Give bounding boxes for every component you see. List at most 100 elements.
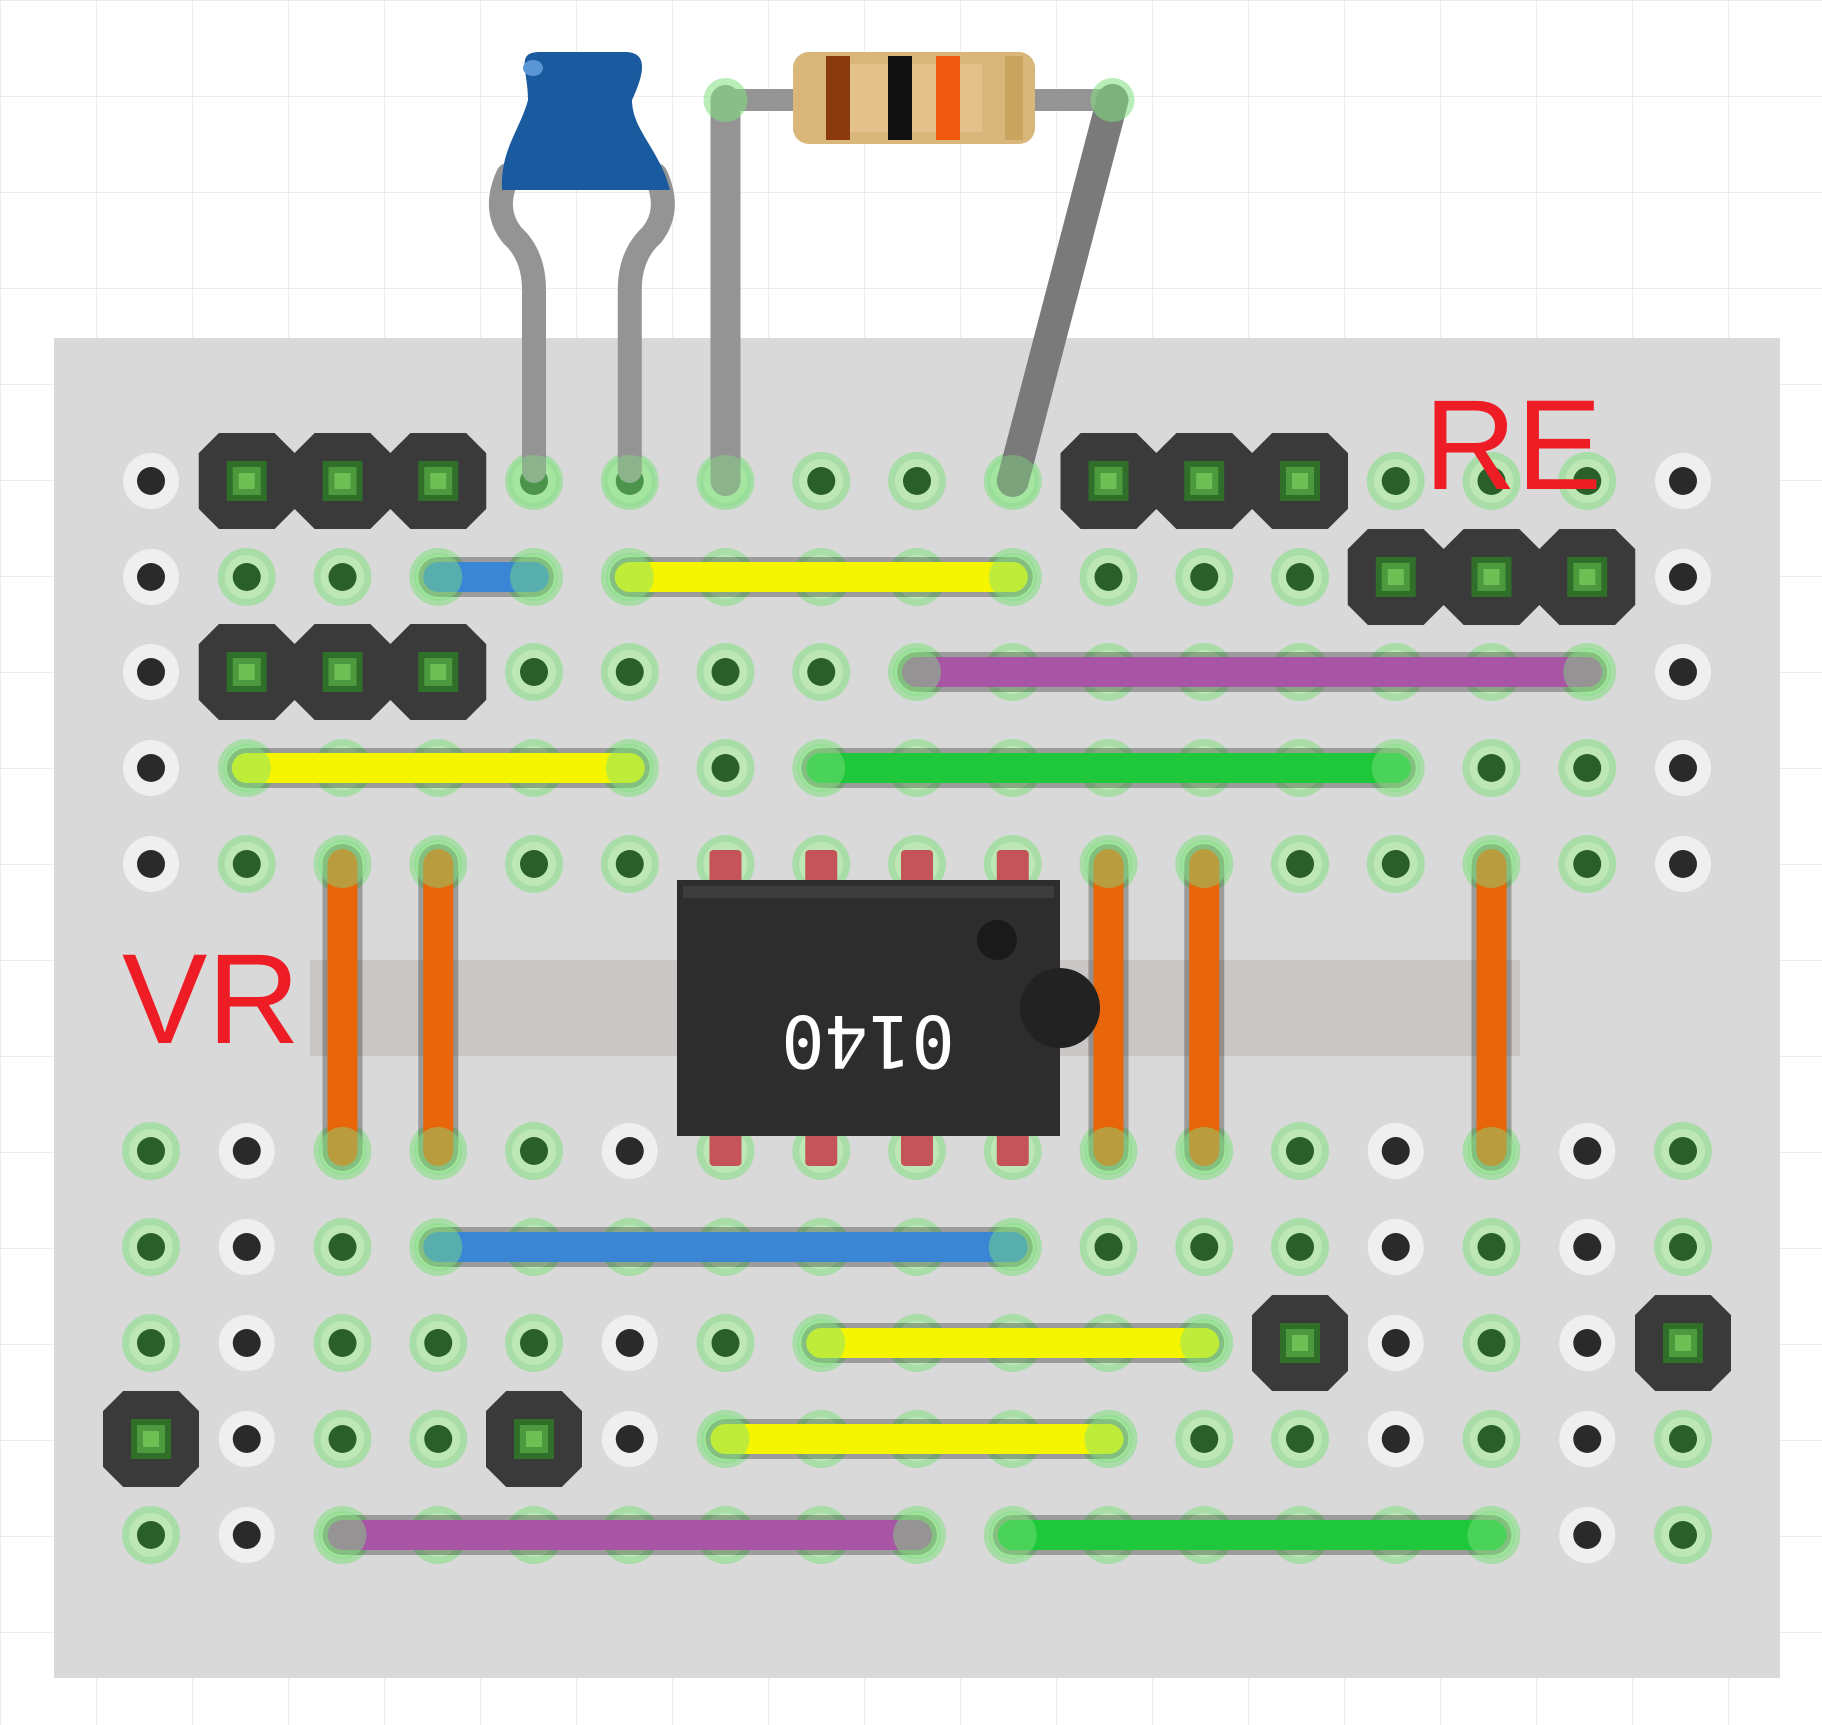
wire (1467, 840, 1516, 1175)
hole (888, 452, 946, 510)
hole (1175, 1410, 1234, 1468)
hole (1654, 1506, 1712, 1564)
resistor-band (1005, 56, 1023, 140)
hole (122, 1122, 180, 1180)
hole (218, 1411, 275, 1467)
hole (1558, 452, 1617, 510)
header-row8-col0 (103, 1391, 199, 1487)
hole (1462, 1218, 1521, 1276)
hole (409, 1410, 468, 1468)
hole (1559, 1411, 1616, 1467)
hole (218, 1507, 275, 1563)
hole (123, 644, 179, 700)
hole (1655, 549, 1711, 605)
hole (696, 739, 755, 797)
label-re: RE (1424, 374, 1602, 517)
hole (1175, 1218, 1234, 1276)
hole (601, 1315, 658, 1371)
hole (1271, 548, 1329, 606)
wire (318, 840, 367, 1175)
wire (893, 648, 1612, 696)
hole (1654, 1410, 1712, 1468)
hole (696, 643, 755, 701)
hole (122, 1314, 180, 1372)
ic-marking: 0140 (781, 999, 954, 1083)
wire (988, 1511, 1516, 1559)
hole (1558, 739, 1617, 797)
capacitor-lead (488, 163, 546, 483)
resistor-lead (996, 84, 1129, 497)
header-row0-left (198, 433, 487, 529)
hole (505, 1314, 563, 1372)
hole (123, 549, 179, 605)
header-row0-right (1060, 433, 1348, 529)
hole (122, 1218, 180, 1276)
hole (1462, 1410, 1521, 1468)
hole (1367, 1219, 1424, 1275)
ic-notch (1020, 968, 1100, 1048)
header-row7-col16 (1635, 1295, 1731, 1391)
lead-entry-halo (508, 455, 560, 507)
resistor-band (936, 56, 960, 140)
hole (1655, 836, 1711, 892)
hole (1271, 835, 1329, 893)
capacitor-highlight (523, 60, 543, 76)
hole (696, 1314, 755, 1372)
hole (1655, 453, 1711, 509)
hole (601, 1411, 658, 1467)
wire (797, 744, 1420, 792)
hole (409, 1314, 468, 1372)
capacitor-lead (617, 163, 675, 483)
wire (222, 744, 654, 792)
hole (1271, 1410, 1329, 1468)
hole (1655, 644, 1711, 700)
hole (601, 1123, 658, 1179)
hole (313, 1314, 372, 1372)
resistor-band (826, 56, 850, 140)
label-vr: VR (122, 928, 300, 1071)
header-row2-left (198, 624, 487, 720)
header-row7-col12 (1252, 1295, 1348, 1391)
hole (1655, 740, 1711, 796)
hole (1559, 1219, 1616, 1275)
hole (1271, 1218, 1329, 1276)
hole (218, 1219, 275, 1275)
pin-headers (103, 433, 1731, 1487)
hole (1175, 548, 1234, 606)
hole (218, 1315, 275, 1371)
hole (792, 643, 851, 701)
ic-chip: 0140 (677, 850, 1100, 1166)
wires (222, 553, 1612, 1559)
hole (1366, 835, 1425, 893)
hole (1559, 1507, 1616, 1563)
hole (1462, 452, 1521, 510)
hole (122, 1506, 180, 1564)
wire (414, 1223, 1037, 1271)
hole (1559, 1123, 1616, 1179)
hole (600, 643, 659, 701)
hole (1654, 1122, 1712, 1180)
wire (797, 1319, 1229, 1367)
hole (1079, 1218, 1138, 1276)
wire (318, 1511, 941, 1559)
hole (313, 1218, 372, 1276)
header-row8-col4 (486, 1391, 582, 1487)
hole (1079, 548, 1138, 606)
wire (1084, 840, 1133, 1175)
wire (1180, 840, 1229, 1175)
hole (123, 453, 179, 509)
hole (505, 1122, 563, 1180)
hole (1367, 1411, 1424, 1467)
hole (1462, 1314, 1521, 1372)
hole (313, 548, 372, 606)
hole (123, 836, 179, 892)
hole (217, 548, 276, 606)
hole (313, 1410, 372, 1468)
hole (1271, 1122, 1329, 1180)
ic-pin1-dot (977, 920, 1017, 960)
resistor (703, 52, 1135, 497)
capacitor (488, 52, 675, 483)
hole (1462, 739, 1521, 797)
